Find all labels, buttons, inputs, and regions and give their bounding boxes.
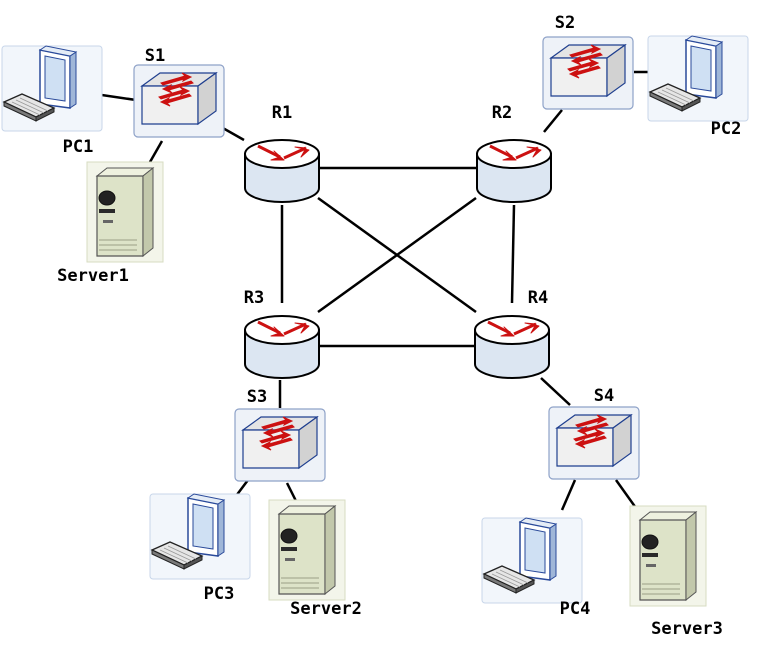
label-pc4: PC4 — [560, 599, 591, 619]
server-server2[interactable] — [268, 499, 346, 601]
link-s4-server3 — [614, 479, 638, 509]
router-r2[interactable] — [475, 138, 553, 204]
label-s2: S2 — [555, 13, 575, 33]
server-server3[interactable] — [629, 505, 707, 607]
label-pc3: PC3 — [204, 584, 235, 604]
label-server1: Server1 — [57, 266, 129, 286]
switch-s1[interactable] — [133, 64, 225, 138]
link-s3-pc3 — [235, 479, 249, 497]
label-s3: S3 — [247, 387, 267, 407]
link-s4-pc4 — [560, 479, 577, 511]
link-r4-s4 — [540, 377, 571, 406]
pc-pc3[interactable] — [149, 493, 251, 580]
link-r2-r4 — [510, 204, 516, 304]
server-server1[interactable] — [86, 161, 164, 263]
label-s1: S1 — [145, 46, 165, 66]
switch-s3[interactable] — [234, 408, 326, 482]
switch-s4[interactable] — [548, 406, 640, 480]
label-server3: Server3 — [651, 619, 723, 639]
link-s1-server1 — [148, 140, 164, 163]
label-r2: R2 — [492, 103, 512, 123]
link-r2-r3 — [317, 196, 477, 314]
link-s2-r2 — [543, 109, 563, 133]
pc-pc4[interactable] — [481, 517, 583, 604]
label-r4: R4 — [528, 288, 548, 308]
router-r3[interactable] — [243, 314, 321, 380]
pc-pc1[interactable] — [1, 45, 103, 132]
router-r1[interactable] — [243, 138, 321, 204]
label-server2: Server2 — [290, 599, 362, 619]
label-s4: S4 — [594, 386, 614, 406]
label-pc1: PC1 — [63, 137, 94, 157]
pc-pc2[interactable] — [647, 35, 749, 122]
router-r4[interactable] — [473, 314, 551, 380]
label-r3: R3 — [244, 288, 264, 308]
label-pc2: PC2 — [711, 119, 742, 139]
switch-s2[interactable] — [542, 36, 634, 110]
label-r1: R1 — [272, 103, 292, 123]
